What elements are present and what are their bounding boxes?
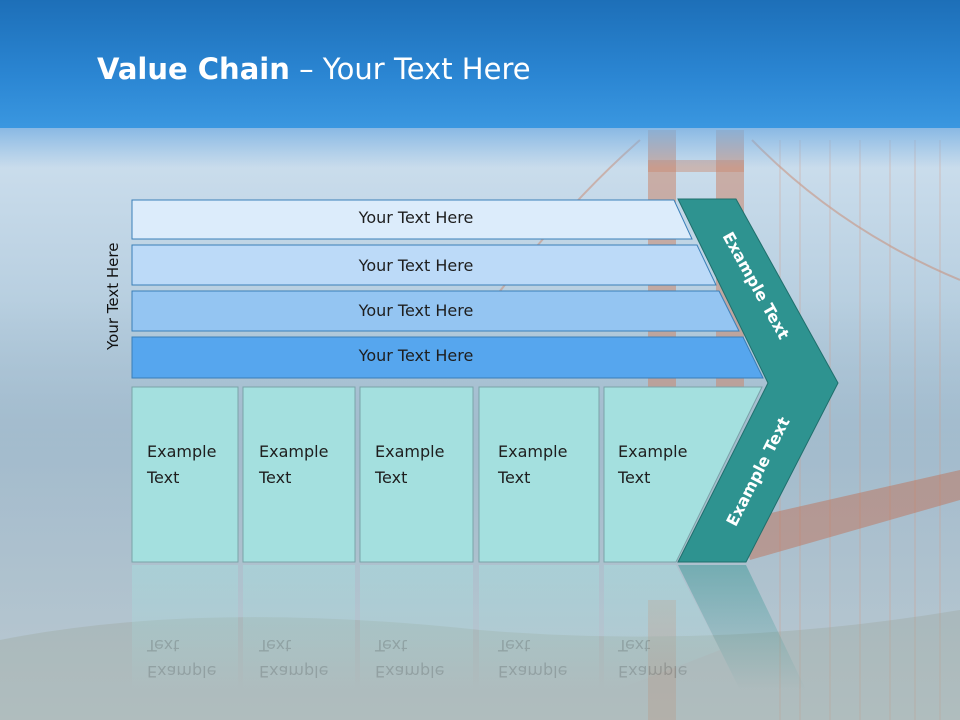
primary-cell-4-shape [478, 386, 600, 563]
title-rest: – Your Text Here [289, 52, 531, 86]
primary-cell-2-label: Example Text [259, 439, 328, 491]
primary-cell-4-line1: Example [498, 442, 568, 461]
support-row-3 [131, 290, 740, 332]
primary-cell-2-line2: Text [259, 468, 292, 487]
primary-cell-2-shape [242, 386, 356, 563]
support-row-4-label: Your Text Here [358, 346, 474, 365]
support-row-1-label: Your Text Here [358, 208, 474, 227]
primary-cell-3-line1: Example [375, 442, 445, 461]
header-bar [0, 0, 960, 128]
primary-cell-3-line2: Text [375, 468, 408, 487]
primary-cell-1-label: Example Text [147, 439, 216, 491]
primary-cell-1-line1: Example [147, 442, 217, 461]
primary-cell-3-label: Example Text [375, 439, 444, 491]
support-row-3-label: Your Text Here [358, 301, 474, 320]
primary-cell-5-line1: Example [618, 442, 688, 461]
header-fade [0, 128, 960, 168]
primary-cell-2-line1: Example [259, 442, 329, 461]
slide-title: Value Chain – Your Text Here [97, 52, 531, 86]
margin-chevron [677, 198, 839, 563]
primary-cell-5-label: Example Text [618, 439, 687, 491]
primary-cell-1-line2: Text [147, 468, 180, 487]
primary-cell-4-line2: Text [498, 468, 531, 487]
support-row-2-label: Your Text Here [358, 256, 474, 275]
title-bold: Value Chain [97, 52, 290, 86]
primary-cell-5-line2: Text [618, 468, 651, 487]
primary-cell-3-shape [359, 386, 474, 563]
primary-cell-1-shape [131, 386, 239, 563]
support-row-4 [131, 336, 764, 379]
primary-cell-4-label: Example Text [498, 439, 567, 491]
support-row-1 [131, 199, 693, 240]
support-row-2 [131, 244, 717, 286]
primary-cell-5-shape [603, 386, 763, 563]
